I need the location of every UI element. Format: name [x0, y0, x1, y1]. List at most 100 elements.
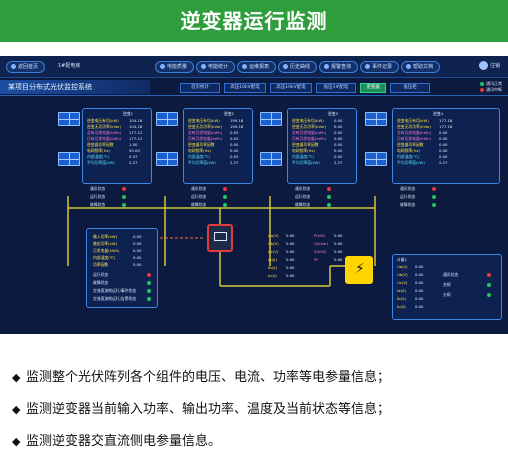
pv-panel-icon	[58, 152, 80, 166]
param-row: 输出功率(kW)0.00	[93, 242, 141, 246]
toolbar-button-help[interactable]: 帮助文档	[401, 61, 441, 73]
param-row: 电网频率(Hz)0.00	[397, 149, 463, 153]
legend-item-broken: 通讯中断	[480, 87, 502, 93]
tab-lv-distribution[interactable]: 低压1#配电	[316, 83, 356, 93]
param-row: Uc(V)0.00	[268, 249, 294, 254]
param-row: 逆变无功功率(kVar)0.00	[292, 125, 358, 129]
meter-icon[interactable]: ⚡	[345, 256, 373, 284]
param-label: 总有功发电量(kWh)	[292, 130, 327, 135]
param-row: 逆变电压有功(kW)199.18	[188, 119, 254, 123]
param-label: 平均功率值(kW)	[397, 160, 425, 165]
plant-selector[interactable]: 1#配电房	[58, 63, 81, 69]
param-label: 内部温度(℃)	[292, 154, 315, 159]
inverter-icon[interactable]	[207, 224, 233, 252]
param-value: 0.00	[230, 142, 239, 147]
param-row: P(kW)0.00	[314, 234, 342, 238]
param-row: Ia(A)0.00	[268, 258, 294, 262]
param-label: 总有功发电量(kWh)	[397, 130, 432, 135]
param-label: PF	[314, 257, 319, 262]
tab-home-stats[interactable]: 首页统计	[180, 83, 220, 93]
toolbar-button-energy-stats[interactable]: 电能统计	[196, 61, 236, 73]
param-value: 0.00	[439, 130, 448, 135]
status-label: 通讯状态	[90, 186, 106, 191]
back-home-button[interactable]: 返回首页	[6, 61, 46, 73]
toolbar-button-alarms[interactable]: 报警查询	[319, 61, 359, 73]
param-row: 平均功率值(kW)2.27	[292, 161, 358, 165]
status-dot-icon	[327, 203, 331, 207]
param-row: 总有功发电量(kWh) 0.00	[292, 131, 358, 135]
param-row: 平均功率值(kW)2.27	[188, 161, 254, 165]
param-label: 逆变器功率因数	[397, 142, 424, 147]
param-value: 0.00	[439, 136, 448, 141]
param-row: Uc(V)0.00	[397, 281, 423, 285]
param-value: 0.00	[133, 234, 142, 239]
pv-panel-icon	[365, 112, 387, 126]
param-label: 日有功发电量(kWh)	[292, 136, 327, 141]
param-value: 0.00	[334, 148, 343, 153]
param-label: 输入功率(kW)	[93, 234, 118, 239]
param-row: Ua(V)0.00	[397, 265, 423, 269]
param-label: 逆变无功功率(kVar)	[87, 124, 122, 129]
tab-inverter[interactable]: 逆变器	[360, 83, 386, 93]
status-row: 通讯状态	[400, 187, 415, 191]
param-label: 日发电量(kWh)	[93, 248, 120, 253]
help-icon	[406, 64, 411, 69]
param-row: 逆变电压有功(kW)104.18	[87, 119, 153, 123]
status-label: 故障状态	[191, 202, 207, 207]
param-row: 内部温度(℃) 0.00	[397, 155, 463, 159]
param-value: 0.00	[439, 148, 448, 153]
list-item: ◆监测逆变器交直流侧电参量信息。	[12, 434, 222, 449]
param-value: 177.18	[439, 118, 453, 123]
toolbar-button-power-quality[interactable]: 电能质量	[155, 61, 195, 73]
top-toolbar: 返回首页 1#配电房 电能质量 电能统计 运维报表 历史曲线 报警查询 事件记录…	[0, 56, 508, 78]
param-value: 2.27	[334, 160, 343, 165]
param-value: 0.00	[334, 233, 343, 238]
status-dot-icon	[147, 289, 151, 293]
tab-hv-distribution-1[interactable]: 高压10kV配电	[224, 83, 266, 93]
status-dot-icon	[147, 273, 151, 277]
list-item: ◆监测逆变器当前输入功率、输出功率、温度及当前状态等信息；	[12, 402, 391, 417]
param-row: 日有功发电量(kWh)0.00	[292, 137, 358, 141]
logout-button[interactable]: 注销	[478, 61, 500, 70]
param-value: 0.00	[133, 262, 142, 267]
param-value: 0.00	[133, 241, 142, 246]
status-dot-icon	[122, 187, 126, 191]
param-label: 逆变电压有功(kW)	[292, 118, 324, 123]
param-label: 内部温度(℃)	[397, 154, 420, 159]
param-label: Ub(V)	[397, 272, 408, 277]
status-dot-icon	[122, 203, 126, 207]
param-row: 逆变电压有功(kW)177.18	[397, 119, 463, 123]
param-row: 平均功率值(kW)2.27	[397, 161, 463, 165]
status-dot-icon	[327, 187, 331, 191]
status-dot-icon	[432, 187, 436, 191]
param-row: 总有功发电量(kWh) 0.00	[397, 131, 463, 135]
param-value: 0.00	[439, 154, 448, 159]
param-row: 内部温度(℃)0.37	[87, 155, 153, 159]
status-row: 故障状态	[90, 203, 105, 207]
status-row: 运行状态	[295, 195, 310, 199]
param-value: 1.00	[129, 142, 138, 147]
toolbar-button-history[interactable]: 历史曲线	[278, 61, 318, 73]
tab-hv-distribution-2[interactable]: 高压10kV配电	[270, 83, 312, 93]
param-value: 0.03	[230, 154, 239, 159]
tab-lv-cabinet[interactable]: 低压柜	[390, 83, 430, 93]
param-label: Uc(V)	[268, 249, 279, 254]
toolbar-button-reports[interactable]: 运维报表	[237, 61, 277, 73]
title-bar: 某项目分布式光伏监控系统 首页统计 高压10kV配电 高压10kV配电 低压1#…	[0, 78, 508, 96]
scada-screenshot: 返回首页 1#配电房 电能质量 电能统计 运维报表 历史曲线 报警查询 事件记录…	[0, 56, 508, 334]
toolbar-button-events[interactable]: 事件记录	[360, 61, 400, 73]
param-value: 0.00	[334, 130, 343, 135]
param-row: Ia(A)0.00	[397, 289, 423, 293]
status-row: 故障状态	[400, 203, 415, 207]
status-label: 通讯状态	[400, 186, 416, 191]
param-row: 日发电量(kWh)0.00	[93, 248, 141, 253]
event-icon	[365, 64, 370, 69]
inverter-name: 逆变2	[224, 111, 235, 116]
stats-icon	[201, 64, 206, 69]
